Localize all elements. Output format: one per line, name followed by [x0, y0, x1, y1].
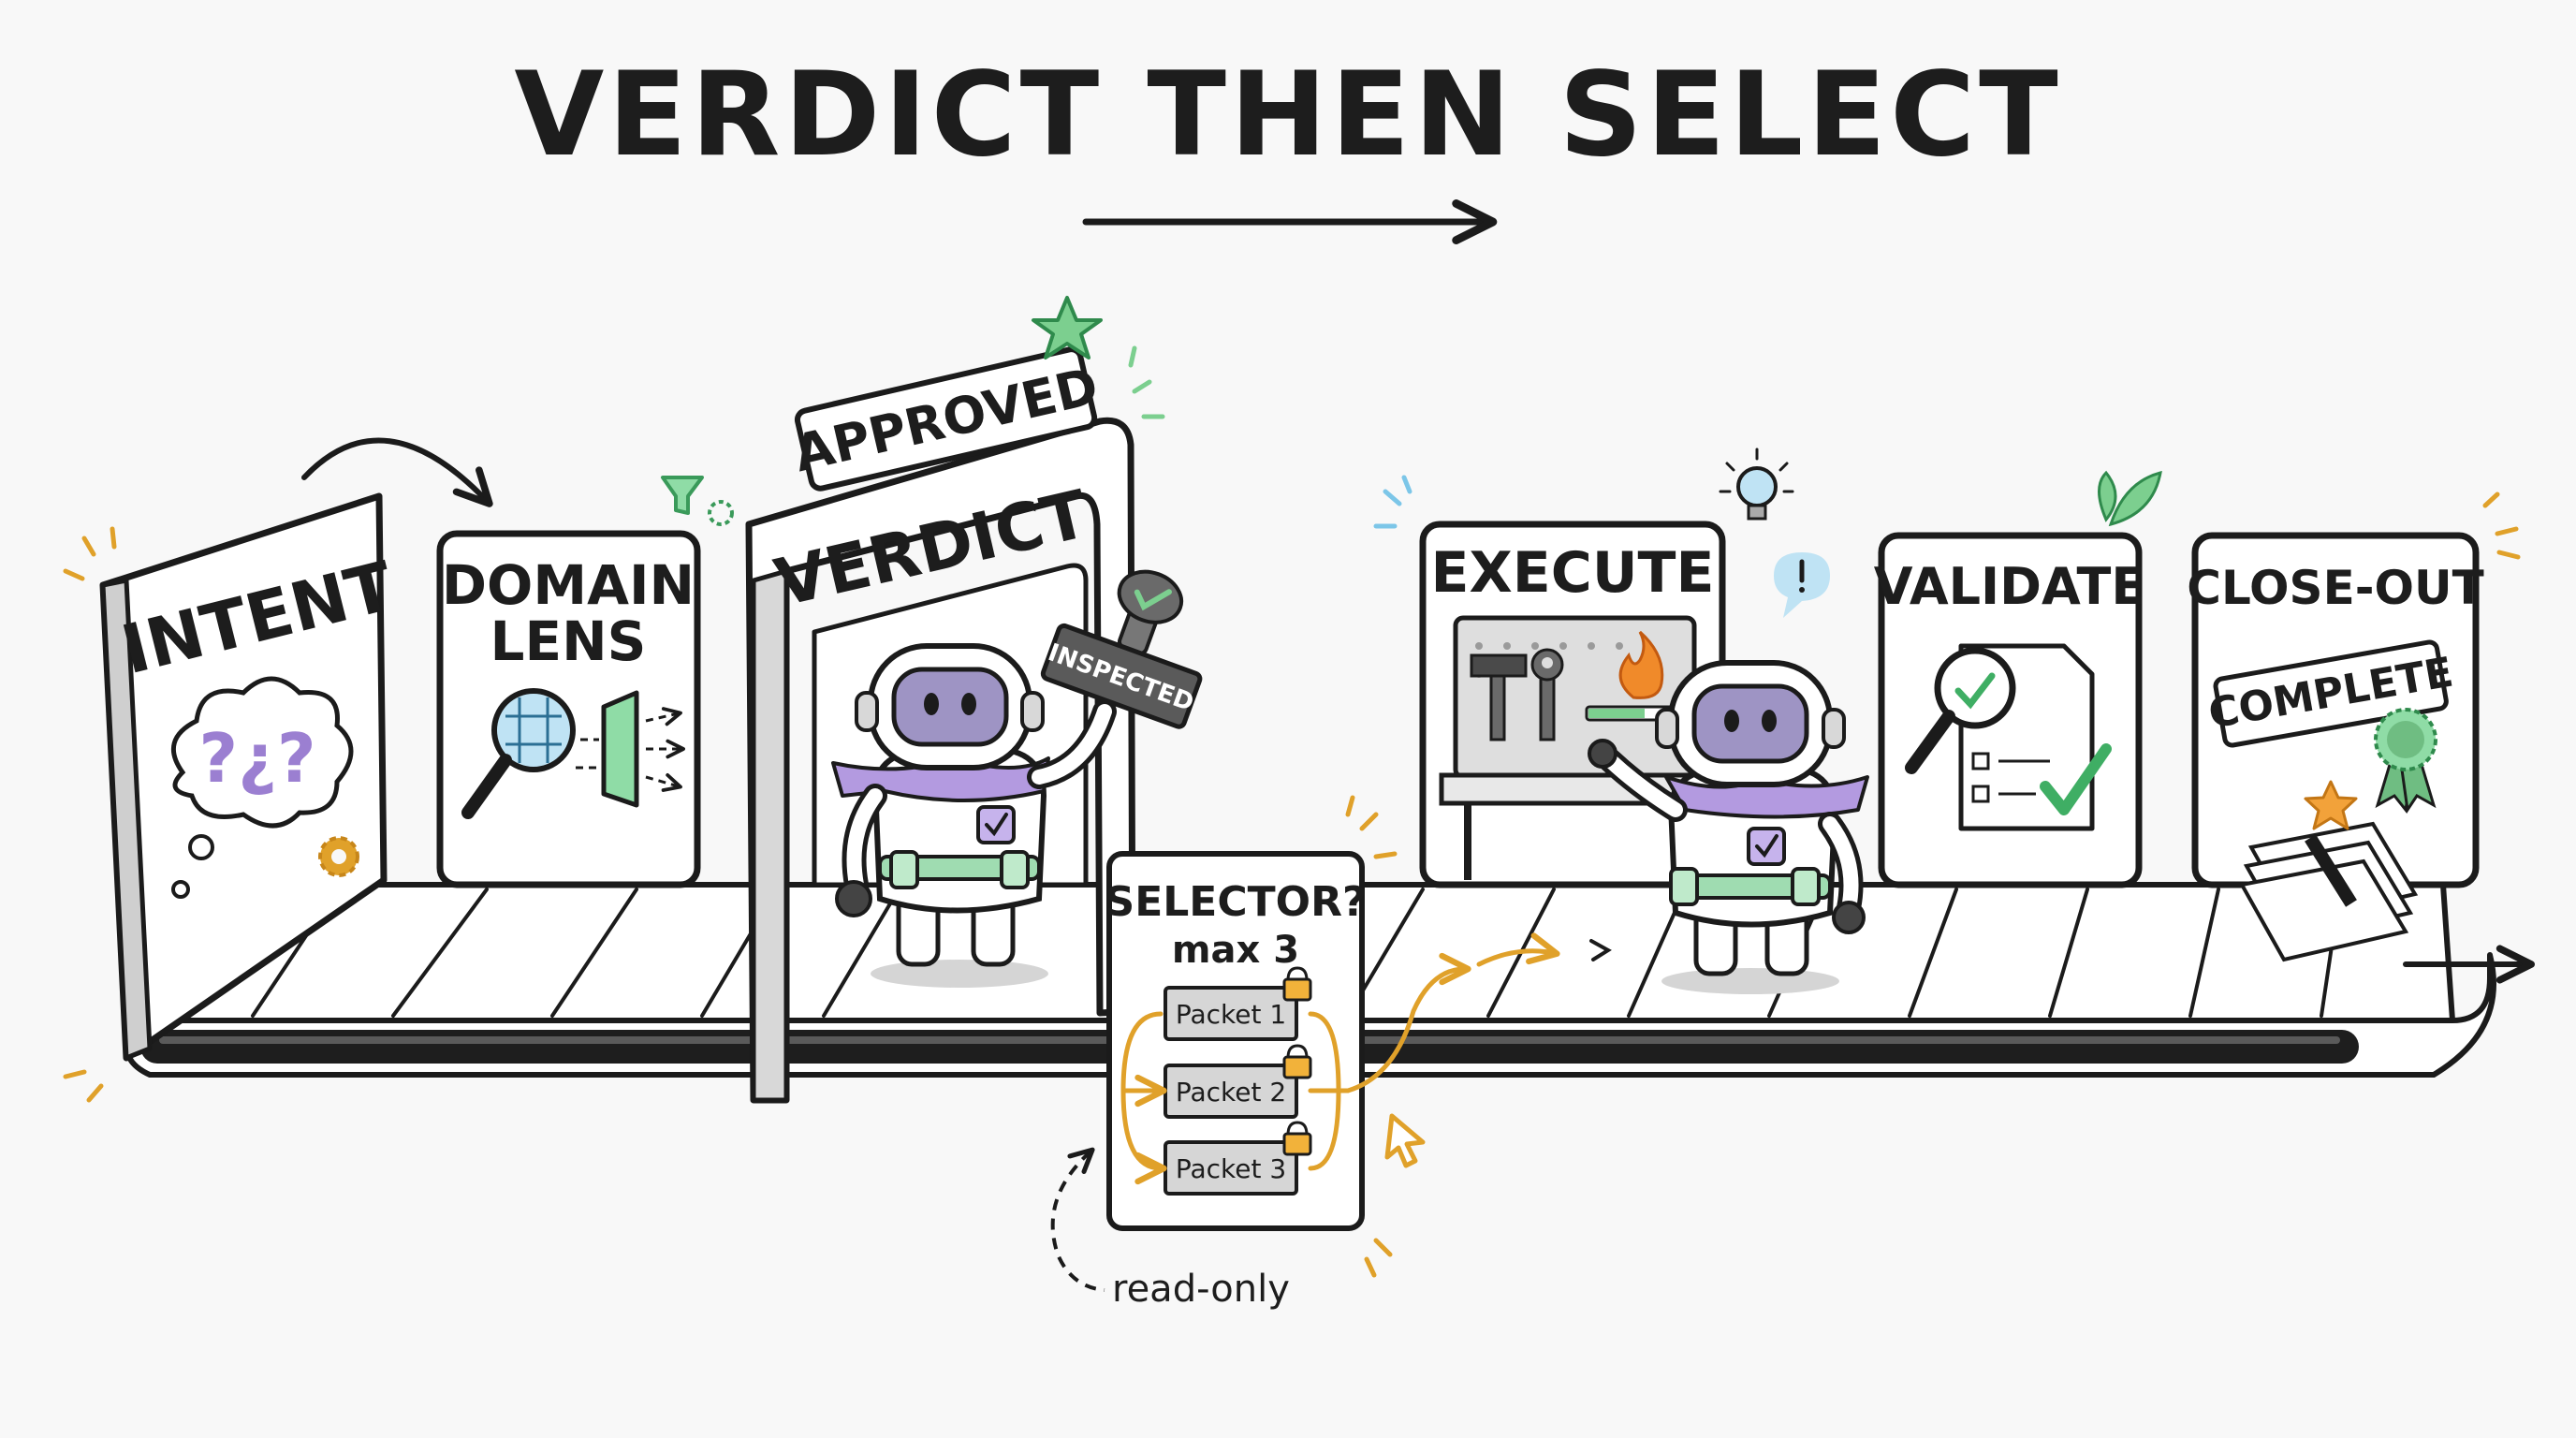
- magnifier-check-icon: [1905, 647, 2016, 774]
- lock-icon: [1282, 1044, 1312, 1079]
- domain-lens-label-line1: DOMAIN: [442, 553, 695, 617]
- alert-bubble-icon: [1774, 552, 1830, 618]
- page-title: VERDICT THEN SELECT: [514, 48, 2061, 183]
- award-ribbon-icon: [2374, 708, 2437, 814]
- wrench-icon: [1530, 648, 1564, 741]
- execute-label: EXECUTE: [1431, 540, 1715, 606]
- packet-label: Packet 2: [1176, 1077, 1286, 1108]
- hammer-icon: [1470, 653, 1528, 741]
- selector-limit: max 3: [1172, 929, 1299, 972]
- star-icon: [1032, 296, 1103, 360]
- lock-icon: [1282, 966, 1312, 1002]
- cursor-icon: [1384, 1113, 1426, 1168]
- packet-list: Packet 1 Packet 2 Packet 3: [1164, 966, 1312, 1196]
- packet-label: Packet 1: [1176, 999, 1286, 1030]
- intent-question-marks: ?¿?: [198, 719, 315, 798]
- lightbulb-icon: [1719, 448, 1794, 521]
- packet-label: Packet 3: [1176, 1153, 1286, 1184]
- domain-lens-label-line2: LENS: [490, 609, 647, 673]
- packet-item[interactable]: Packet 3: [1164, 1121, 1312, 1196]
- lock-icon: [1282, 1121, 1312, 1156]
- funnel-icon: [661, 476, 734, 526]
- inspector-robot: INSPECTED: [831, 569, 1203, 988]
- selector-card: SELECTOR? max 3 Packet 1 Packet 2: [1105, 795, 1398, 1278]
- validate-label: VALIDATE: [1874, 557, 2146, 616]
- paper-stack-icon: [2238, 821, 2419, 962]
- lens-filter-icon: [601, 690, 639, 808]
- packet-item[interactable]: Packet 1: [1164, 966, 1312, 1041]
- stage-validate: VALIDATE: [1874, 470, 2162, 888]
- gear-icon: [318, 836, 359, 877]
- stage-close-out: CLOSE-OUT COMPLETE: [2187, 492, 2521, 962]
- star-icon: [2304, 780, 2358, 830]
- packet-item[interactable]: Packet 2: [1164, 1044, 1312, 1119]
- thought-cloud-icon: [171, 676, 354, 829]
- checkmark-icon: [2040, 743, 2112, 815]
- read-only-note: read-only: [1112, 1268, 1290, 1311]
- sparkle-icon: [63, 526, 117, 1103]
- stamp-icon: INSPECTED: [1040, 569, 1203, 729]
- magnifier-icon: [461, 688, 576, 819]
- close-out-label: CLOSE-OUT: [2187, 561, 2483, 615]
- selector-title: SELECTOR?: [1105, 878, 1367, 926]
- stage-domain-lens: DOMAIN LENS: [436, 476, 734, 888]
- leaf-icon: [2098, 470, 2162, 527]
- executor-robot: [1588, 660, 1869, 994]
- stage-intent: INTENT ?¿?: [63, 437, 493, 1103]
- flame-icon: [1618, 630, 1664, 699]
